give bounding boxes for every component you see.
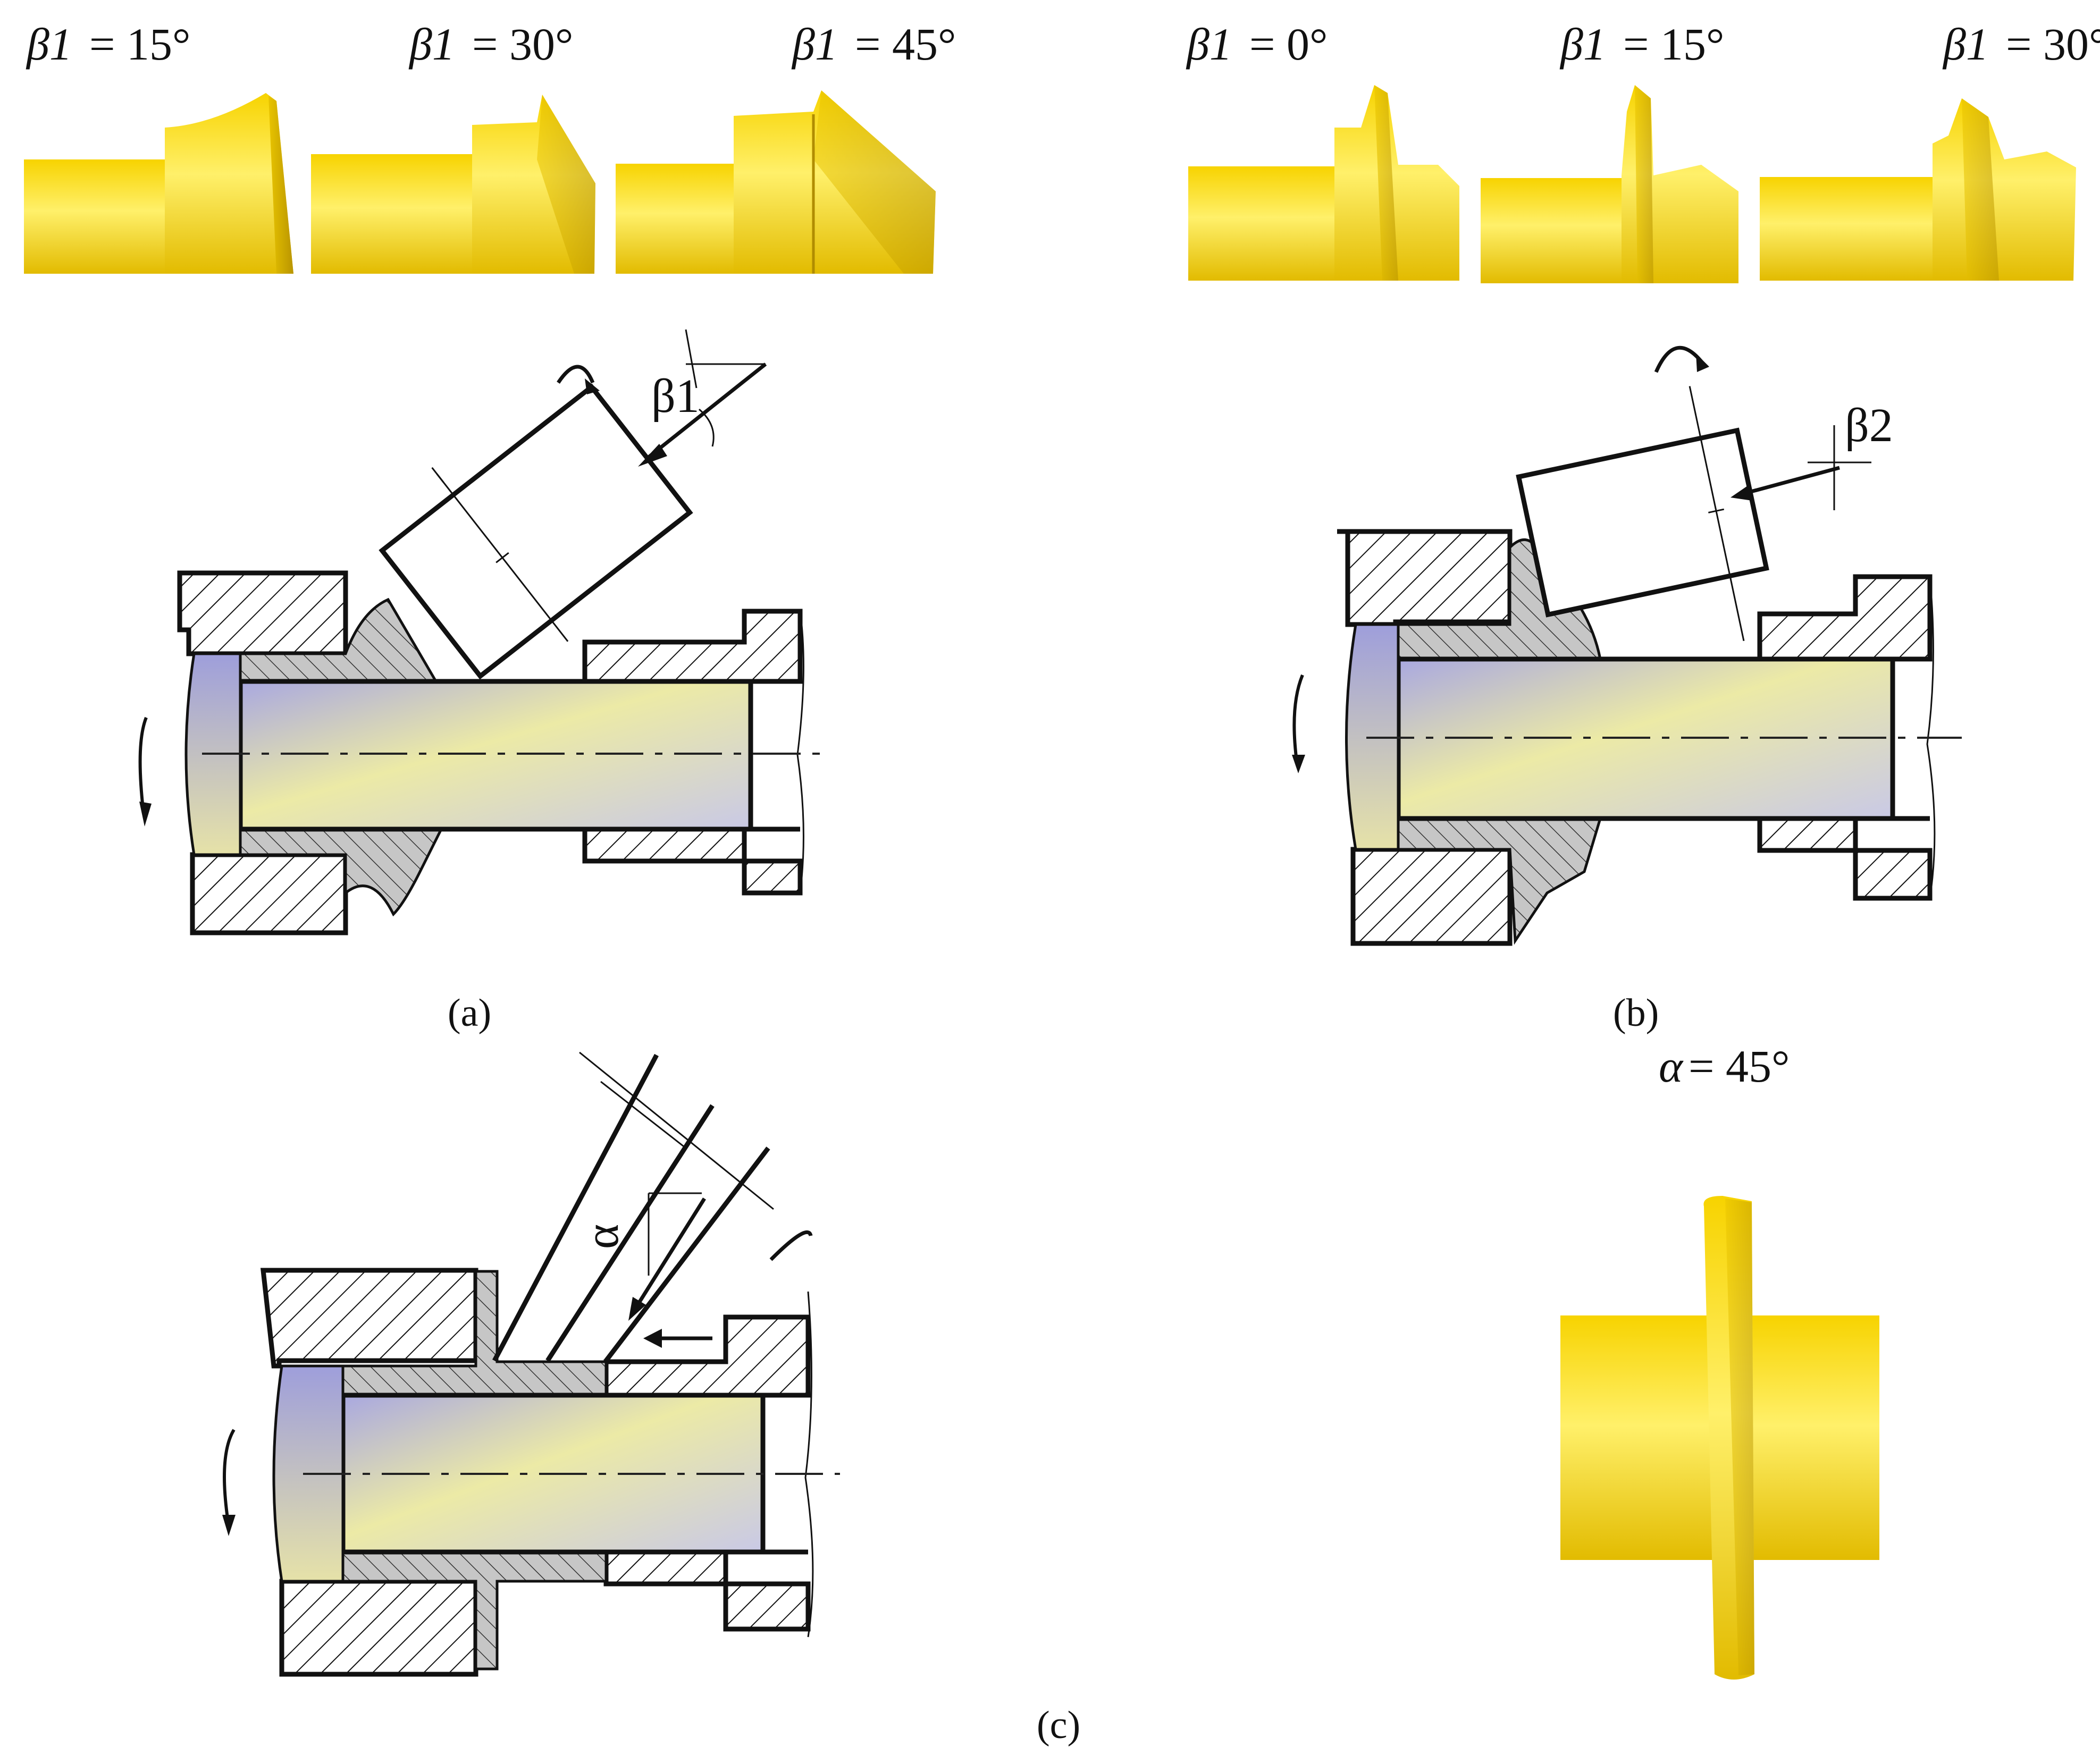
c-deformed-metal-lower — [341, 1550, 608, 1671]
panel-c-schematic: α — [222, 1051, 840, 1677]
panel-a-render-3 — [616, 90, 936, 274]
panel-b-render-3 — [1760, 98, 2076, 281]
b-right-die-upper — [1757, 574, 1933, 662]
alpha-angle-label: α — [576, 1224, 628, 1249]
beta-symbol-a2: β1 — [408, 19, 455, 70]
beta2-angle-label: β2 — [1845, 399, 1893, 452]
forming-roller — [379, 383, 693, 680]
mandrel-bore — [238, 679, 753, 832]
c-inclined-tool — [492, 1051, 774, 1362]
beta-symbol-a3: β1 — [791, 19, 838, 70]
render-angle-a2: = 30° — [472, 19, 573, 70]
beta-symbol-b2: β1 — [1559, 19, 1606, 70]
alpha-symbol: α — [1659, 1041, 1684, 1092]
b-roller-rotation-arrow — [1654, 345, 1703, 373]
panel-a-render-2 — [311, 95, 595, 274]
c-right-die-lower — [603, 1549, 811, 1632]
right-die-upper — [582, 609, 803, 684]
panel-b-schematic: β2 (b) — [1292, 345, 1962, 1035]
mandrel-rotation-arrow — [138, 716, 148, 814]
panel-a-schematic: β1 (a) — [138, 329, 824, 1035]
render-angle-b3: = 30° — [2006, 19, 2100, 70]
panel-a-caption: (a) — [448, 991, 491, 1035]
b-left-die-lower — [1350, 847, 1513, 946]
beta-symbol-b1: β1 — [1186, 19, 1232, 70]
beta1-angle-label: β1 — [651, 370, 700, 423]
b-left-die-upper — [1337, 529, 1513, 627]
b-mandrel-rotation-arrow — [1292, 674, 1304, 766]
beta-symbol-b3: β1 — [1942, 19, 1989, 70]
panel-c-caption: (c) — [1037, 1703, 1080, 1747]
panel-a-render-labels: β1 = 15° β1 = 30° β1 = 45° — [26, 19, 956, 70]
deformed-metal-upper — [238, 597, 439, 683]
c-mandrel-rotation-arrow — [223, 1429, 236, 1526]
left-die-upper — [177, 570, 348, 656]
deformed-metal-lower — [238, 828, 444, 917]
c-tool-rotation-arrow — [769, 1230, 813, 1261]
render-angle-a1: = 15° — [89, 19, 190, 70]
render-angle-b1: = 0° — [1249, 19, 1328, 70]
c-feed-direction-arrow — [631, 1197, 706, 1314]
b-right-die-lower — [1757, 816, 1933, 901]
c-left-die-upper — [260, 1268, 478, 1369]
feed-direction-arrow — [647, 362, 767, 459]
render-angle-c: = 45° — [1689, 1041, 1790, 1092]
b-deformed-metal-lower — [1397, 817, 1602, 945]
panel-a-render-1 — [24, 93, 293, 274]
c-left-die-lower — [279, 1579, 478, 1677]
beta-symbol-a1: β1 — [26, 19, 72, 70]
roller-rotation-arrow — [557, 365, 595, 384]
panel-b-render-2 — [1481, 85, 1738, 283]
panel-b-render-1 — [1188, 85, 1459, 281]
render-angle-a3: = 45° — [855, 19, 956, 70]
render-angle-b2: = 15° — [1623, 19, 1724, 70]
b-feed-direction-arrow — [1741, 466, 1840, 496]
panel-c-render: α = 45° — [1560, 1041, 1879, 1680]
c-right-die-upper — [603, 1314, 811, 1398]
left-die-lower — [190, 852, 348, 935]
panel-b-caption: (b) — [1613, 991, 1659, 1035]
panel-b-render-labels: β1 = 0° β1 = 15° β1 = 30° — [1186, 19, 2100, 70]
right-die-lower — [582, 826, 803, 896]
